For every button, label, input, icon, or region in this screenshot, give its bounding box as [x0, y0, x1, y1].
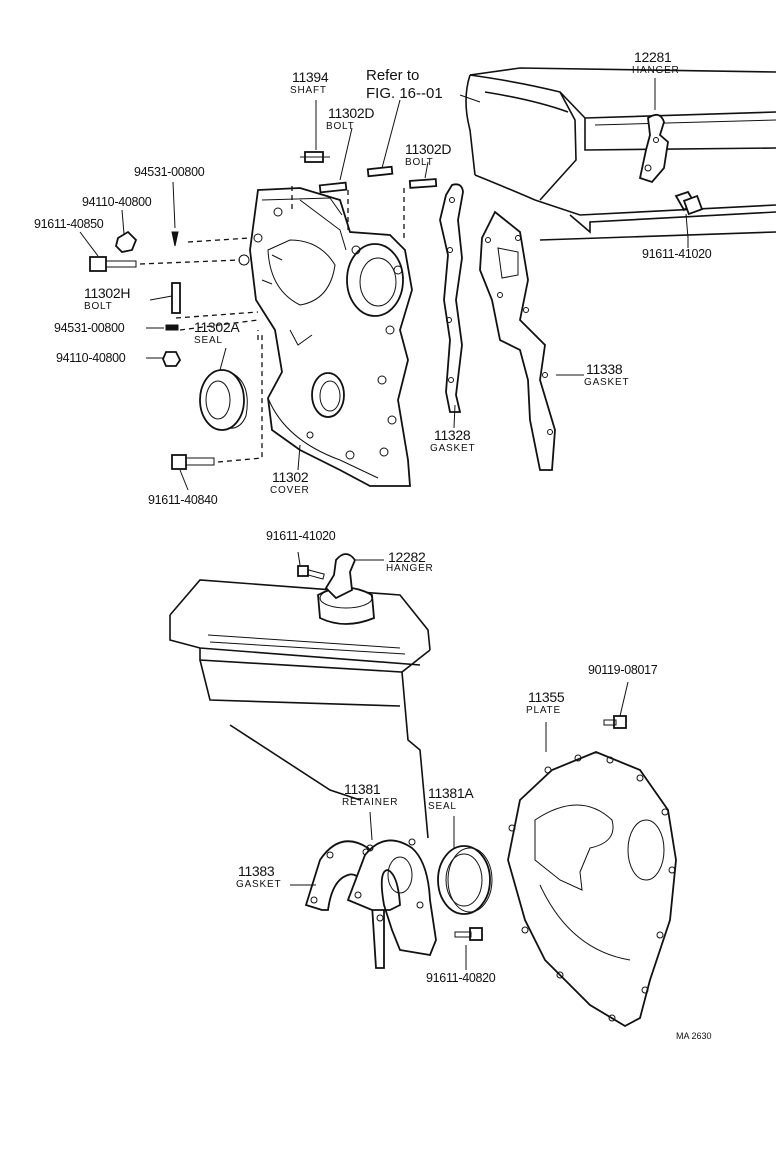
label-91611-40820: 91611-40820 [426, 971, 496, 985]
label-91611-41020-b: 91611-41020 [266, 529, 336, 543]
label-num-11302A: 11302A [194, 319, 240, 335]
label-name-seal-11302A: SEAL [194, 335, 223, 346]
label-num-11381: 11381 [344, 781, 381, 797]
label-94531-00800-b: 94531-00800 [54, 321, 125, 335]
gasket-11328 [439, 183, 464, 413]
seal-11302A [199, 369, 248, 431]
label-name-shaft: SHAFT [290, 85, 327, 96]
gasket-11338 [479, 210, 556, 471]
label-num-12282: 12282 [388, 549, 426, 565]
stud-11302H [171, 282, 181, 314]
label-num-11302: 11302 [272, 469, 309, 485]
label-name-gasket-11383: GASKET [236, 879, 282, 890]
label-91611-40840: 91611-40840 [148, 493, 218, 507]
label-94531-00800-a: 94531-00800 [134, 165, 205, 179]
engine-block-top [465, 67, 776, 241]
assembly-guides-top [79, 78, 689, 491]
label-num-11381A: 11381A [428, 785, 474, 801]
label-name-hanger-12282: HANGER [386, 563, 434, 574]
label-num-11383: 11383 [238, 863, 275, 879]
label-num-11338: 11338 [586, 361, 623, 377]
label-name-plate: PLATE [526, 705, 561, 716]
label-94110-40800-b: 94110-40800 [56, 351, 126, 365]
label-num-11302D-a: 11302D [328, 105, 375, 121]
pin-94531-00800-b [165, 324, 179, 331]
bolt-91611-40820 [454, 927, 483, 941]
label-name-hanger-12281: HANGER [632, 65, 680, 76]
label-num-11328: 11328 [434, 427, 471, 443]
hanger-12282 [324, 553, 357, 600]
label-name-seal-11381A: SEAL [428, 801, 457, 812]
label-num-12281: 12281 [634, 49, 672, 65]
label-name-retainer: RETAINER [342, 797, 399, 808]
label-91611-40850: 91611-40850 [34, 217, 104, 231]
leaders-bottom [290, 551, 629, 970]
bolt-91611-41020-bottom [297, 565, 325, 580]
label-90119-08017: 90119-08017 [588, 663, 658, 677]
label-num-11302D-b: 11302D [405, 141, 452, 157]
retainer-11381 [346, 838, 437, 957]
bolt-90119-08017 [603, 715, 627, 729]
label-name-cover: COVER [270, 485, 310, 496]
figure-ref-code: MA 2630 [676, 1031, 712, 1041]
pin-94531-00800-a [171, 231, 179, 247]
label-refer-line1: Refer to [366, 67, 420, 84]
nut-94110-40800-b [162, 351, 182, 367]
engine-block-bottom [169, 579, 431, 839]
label-num-11394: 11394 [292, 69, 329, 85]
label-num-11302H: 11302H [84, 285, 131, 301]
stud-bolts-11302D [318, 165, 438, 194]
seal-11381A [437, 845, 493, 915]
label-num-11355: 11355 [528, 689, 565, 705]
nut-94110-40800-a [115, 230, 138, 253]
label-name-bolt-a: BOLT [326, 121, 355, 132]
label-name-gasket-11328: GASKET [430, 443, 476, 454]
bolt-91611-41020-top [674, 190, 704, 239]
label-refer-line2: FIG. 16--01 [366, 85, 443, 102]
plate-11355 [507, 751, 677, 1028]
label-94110-40800-a: 94110-40800 [82, 195, 152, 209]
hanger-12281 [638, 113, 669, 184]
label-name-bolt-b: BOLT [405, 157, 434, 168]
label-name-gasket-11338: GASKET [584, 377, 630, 388]
bolt-91611-40850 [89, 256, 137, 272]
timing-cover-11302 [238, 187, 413, 487]
label-name-bolt-h: BOLT [84, 301, 113, 312]
bolt-91611-40840 [171, 454, 215, 470]
label-91611-41020-a: 91611-41020 [642, 247, 712, 261]
shaft-11394 [300, 151, 330, 163]
